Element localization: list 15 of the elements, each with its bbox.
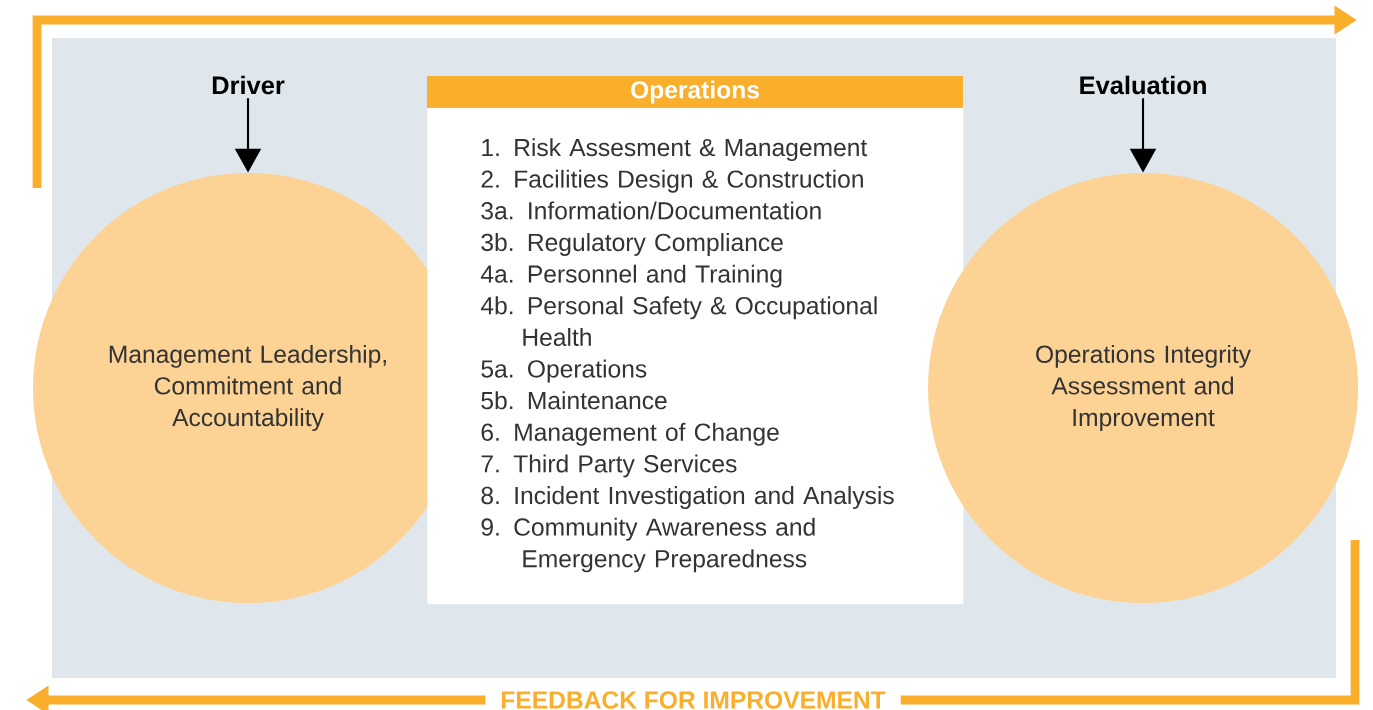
list-item: 5a. Operations (481, 359, 647, 383)
heading: Evaluation (1080, 75, 1206, 95)
list-item: 3a. Information/Documentation (481, 201, 821, 220)
list-item: 3b. Regulatory Compliance (481, 233, 783, 256)
list-item: 6. Management of Change (481, 422, 779, 446)
list-item: 1. Risk Assesment & Management (482, 138, 868, 162)
list-item: 4b. Personal Safety & Occupational Health (480, 296, 877, 346)
heading: Driver (212, 75, 285, 95)
list-item: 8. Incident Investigation and Analysis (481, 486, 894, 510)
list-item: 9. Community Awareness and Emergency Preparedness (481, 517, 815, 573)
banner-label: FEEDBACK FOR IMPROVEMENT (485, 687, 901, 710)
list-item: 4a. Personnel and Training (480, 264, 782, 288)
list-item: 5b. Maintenance (481, 391, 667, 410)
list-item: 2. Facilities Design & Construction (481, 169, 863, 193)
list-item: 7. Third Party Services (481, 454, 737, 478)
